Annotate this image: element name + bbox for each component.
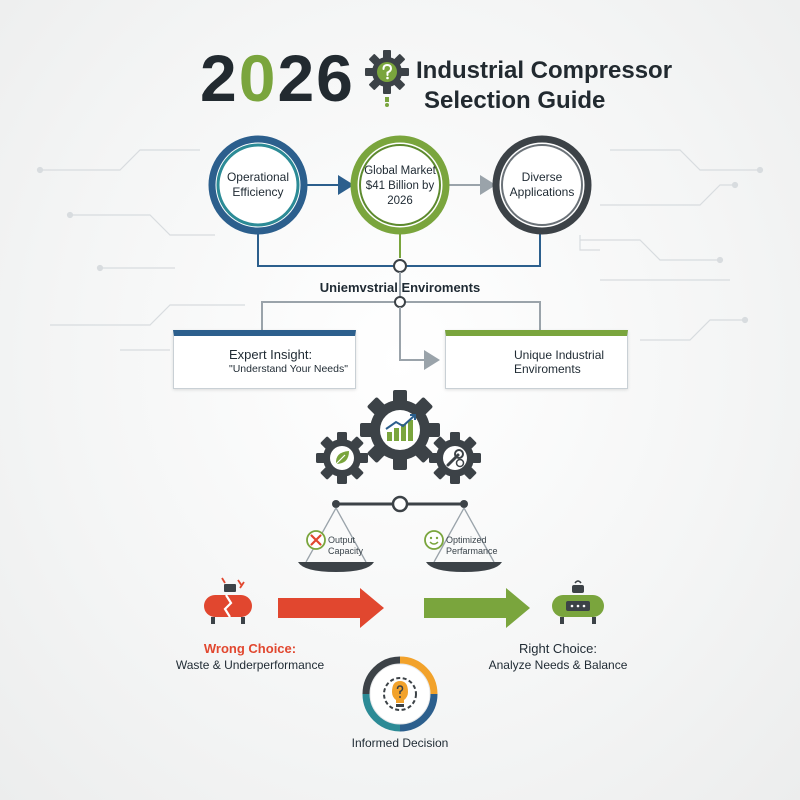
title-line-1: Industrial Compressor <box>416 57 673 84</box>
broken-compressor-icon <box>204 577 252 624</box>
circle-applications <box>492 135 592 235</box>
right-choice-arrow <box>424 588 530 628</box>
circuit-traces <box>36 149 764 351</box>
circle-market <box>350 135 450 235</box>
right-pan <box>426 562 502 572</box>
decision-ring <box>362 656 438 732</box>
wrong-choice-title: Wrong Choice: <box>203 641 297 656</box>
page-title: Industrial Compressor Selection Guide <box>416 56 672 116</box>
industrial-environments-card: Unique Industrial Enviroments <box>445 330 628 389</box>
balance-scale <box>298 495 502 572</box>
expert-insight-card: Expert Insight: "Understand Your Needs" <box>173 330 356 389</box>
leaf-icon <box>335 451 349 465</box>
industrial-card-line-1: Unique Industrial <box>514 348 605 362</box>
wrong-choice-block: Wrong Choice: Waste & Underperformance <box>160 640 340 673</box>
x-mark-icon <box>306 530 326 550</box>
industrial-card-line-2: Enviroments <box>514 362 581 376</box>
title-year: 2026 <box>200 41 355 115</box>
circle-efficiency-label: Operational Efficiency <box>226 170 290 199</box>
gear-small-wrench <box>429 432 481 484</box>
growth-chart-icon <box>385 414 416 441</box>
wrench-gauge-icon <box>446 449 465 468</box>
wrong-choice-arrow <box>278 588 384 628</box>
gear-large-chart <box>360 390 440 470</box>
gear-small-leaf <box>316 432 368 484</box>
decision-label: Informed Decision <box>351 736 449 750</box>
circle-efficiency <box>208 135 308 235</box>
junction-node-top <box>393 259 407 273</box>
expert-insight-title: Expert Insight: <box>229 347 313 362</box>
connector-to-right-card <box>400 301 541 330</box>
junction-node-mid <box>394 296 406 308</box>
circle-market-label: Global Market $41 Billion by 2026 <box>364 165 436 207</box>
environments-heading: Uniemvstrial Enviroments <box>319 280 481 295</box>
smiley-icon <box>424 530 444 550</box>
title-year-accent: 0 <box>238 41 278 115</box>
right-choice-title: Right Choice: <box>518 641 598 656</box>
lightbulb-gear-icon <box>383 677 417 711</box>
connector-to-left-card <box>261 301 400 330</box>
gear-question-icon <box>365 50 409 107</box>
right-choice-block: Right Choice: Analyze Needs & Balance <box>468 640 648 673</box>
scale-pivot <box>391 495 409 513</box>
left-pan <box>298 562 374 572</box>
title-line-2: Selection Guide <box>424 87 606 114</box>
wrong-choice-subtitle: Waste & Underperformance <box>175 658 325 672</box>
arrow-to-right-card <box>399 307 440 370</box>
circle-applications-label: Diverse Applications <box>509 170 575 199</box>
working-compressor-icon <box>552 580 604 624</box>
right-choice-subtitle: Analyze Needs & Balance <box>488 658 628 672</box>
expert-insight-quote: "Understand Your Needs" <box>229 363 348 375</box>
